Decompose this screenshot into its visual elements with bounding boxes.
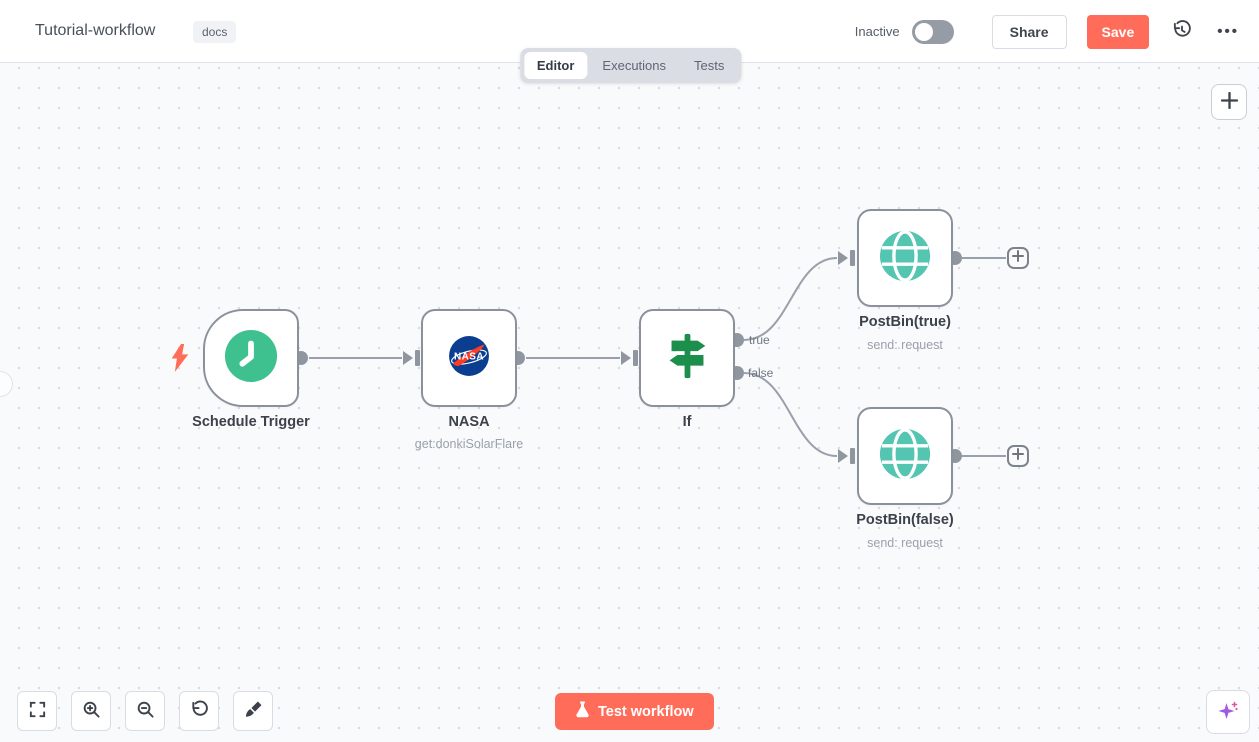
add-next-node-button-false[interactable] bbox=[1007, 445, 1029, 467]
test-workflow-label: Test workflow bbox=[598, 703, 694, 720]
zoom-in-button[interactable] bbox=[71, 691, 111, 731]
zoom-out-button[interactable] bbox=[125, 691, 165, 731]
tab-editor[interactable]: Editor bbox=[523, 52, 588, 79]
workflow-history-button[interactable] bbox=[1169, 17, 1195, 46]
plus-icon bbox=[1012, 249, 1024, 267]
header-actions: Inactive Share Save ••• bbox=[855, 0, 1241, 63]
tab-tests[interactable]: Tests bbox=[681, 52, 737, 79]
share-button[interactable]: Share bbox=[991, 14, 1067, 49]
clock-icon bbox=[224, 329, 278, 388]
test-workflow-button[interactable]: Test workflow bbox=[555, 693, 714, 730]
node-label: NASA bbox=[448, 414, 490, 430]
reset-zoom-button[interactable] bbox=[179, 691, 219, 731]
node-subtitle: send: request bbox=[867, 338, 943, 352]
connections-layer bbox=[294, 250, 1006, 464]
node-label: PostBin(false) bbox=[856, 512, 954, 528]
ellipsis-icon: ••• bbox=[1217, 23, 1239, 40]
plus-icon bbox=[1012, 447, 1024, 465]
workflow-tag-docs[interactable]: docs bbox=[193, 21, 237, 43]
toggle-knob bbox=[914, 22, 933, 41]
canvas-toolbar bbox=[17, 691, 273, 731]
activation-toggle[interactable] bbox=[911, 19, 954, 44]
more-options-button[interactable]: ••• bbox=[1215, 21, 1241, 42]
node-label: PostBin(true) bbox=[859, 314, 951, 330]
globe-icon bbox=[878, 229, 932, 288]
node-label: Schedule Trigger bbox=[192, 414, 310, 430]
history-icon bbox=[1171, 19, 1193, 44]
ai-assistant-button[interactable] bbox=[1206, 690, 1250, 734]
save-button[interactable]: Save bbox=[1086, 14, 1150, 49]
view-tabbar: Editor Executions Tests bbox=[519, 48, 742, 83]
sparkle-icon bbox=[1216, 699, 1240, 726]
workflow-title[interactable]: Tutorial-workflow bbox=[35, 22, 156, 39]
zoom-to-fit-button[interactable] bbox=[17, 691, 57, 731]
activation-status-label: Inactive bbox=[854, 24, 900, 39]
node-nasa[interactable]: NASA bbox=[421, 309, 517, 407]
if-output-true-label: true bbox=[749, 333, 770, 347]
zoom-in-icon bbox=[82, 700, 101, 722]
node-label: If bbox=[682, 414, 692, 430]
node-panel-peek-button[interactable] bbox=[0, 371, 13, 397]
if-branch-icon bbox=[660, 329, 714, 388]
node-schedule-trigger[interactable] bbox=[203, 309, 299, 407]
broom-icon bbox=[244, 700, 263, 722]
flask-icon bbox=[575, 701, 590, 722]
node-subtitle: send: request bbox=[867, 536, 943, 550]
undo-zoom-icon bbox=[190, 700, 209, 722]
node-postbin-true[interactable] bbox=[857, 209, 953, 307]
node-postbin-false[interactable] bbox=[857, 407, 953, 505]
trigger-bolt-icon bbox=[170, 344, 190, 377]
globe-icon bbox=[878, 427, 932, 486]
fit-view-icon bbox=[28, 700, 47, 722]
if-output-false-label: false bbox=[748, 366, 774, 380]
open-nodes-panel-button[interactable] bbox=[1211, 84, 1247, 120]
plus-icon bbox=[1220, 91, 1238, 112]
nasa-logo-icon: NASA bbox=[448, 335, 490, 382]
tab-executions[interactable]: Executions bbox=[589, 52, 679, 79]
node-if[interactable] bbox=[639, 309, 735, 407]
zoom-out-icon bbox=[136, 700, 155, 722]
workflow-canvas[interactable]: Schedule Trigger NASA NASA get:donkiSola… bbox=[0, 63, 1259, 742]
tidy-up-button[interactable] bbox=[233, 691, 273, 731]
add-next-node-button-true[interactable] bbox=[1007, 247, 1029, 269]
svg-text:NASA: NASA bbox=[454, 351, 484, 362]
node-subtitle: get:donkiSolarFlare bbox=[414, 437, 524, 451]
